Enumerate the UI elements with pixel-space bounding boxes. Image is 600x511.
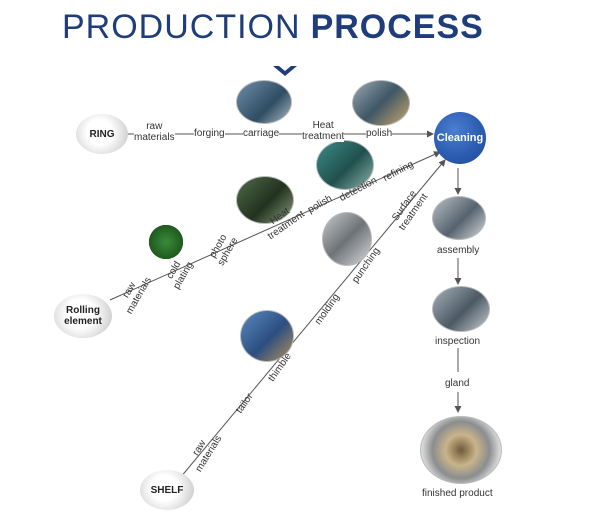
rolling-path-line (109, 151, 441, 301)
thimble-photo (240, 310, 294, 362)
title-part-2: PROCESS (310, 8, 484, 46)
finished-product-photo (420, 416, 502, 484)
ring-badge: RING (76, 114, 128, 154)
ring-step-heat-treatment: Heat treatment (302, 120, 345, 142)
ring-step-raw-materials: raw materials (134, 121, 175, 143)
final-step-gland: gland (445, 378, 470, 389)
final-step-assembly: assembly (437, 245, 480, 256)
punching-photo (322, 212, 372, 266)
ring-step-forging: forging (194, 128, 225, 139)
polish-photo (352, 80, 410, 126)
cold-plating-photo (146, 222, 186, 262)
inspection-photo (432, 286, 490, 332)
final-step-inspection: inspection (435, 336, 481, 347)
final-step-finished-product: finished product (422, 488, 493, 499)
ring-step-polish: polish (366, 128, 393, 139)
rolling-element-badge: Rolling element (54, 294, 112, 338)
heat-treatment-photo (236, 176, 294, 224)
shelf-badge: SHELF (140, 470, 194, 510)
detection-photo (316, 140, 374, 190)
shelf-path-line (179, 159, 446, 479)
cleaning-hub: Cleaning (434, 112, 486, 164)
assembly-photo (432, 196, 486, 240)
title-part-1: PRODUCTION (62, 8, 301, 46)
chevron-down-icon (273, 66, 297, 76)
ring-step-carriage: carriage (243, 128, 280, 139)
carriage-photo (236, 80, 292, 124)
